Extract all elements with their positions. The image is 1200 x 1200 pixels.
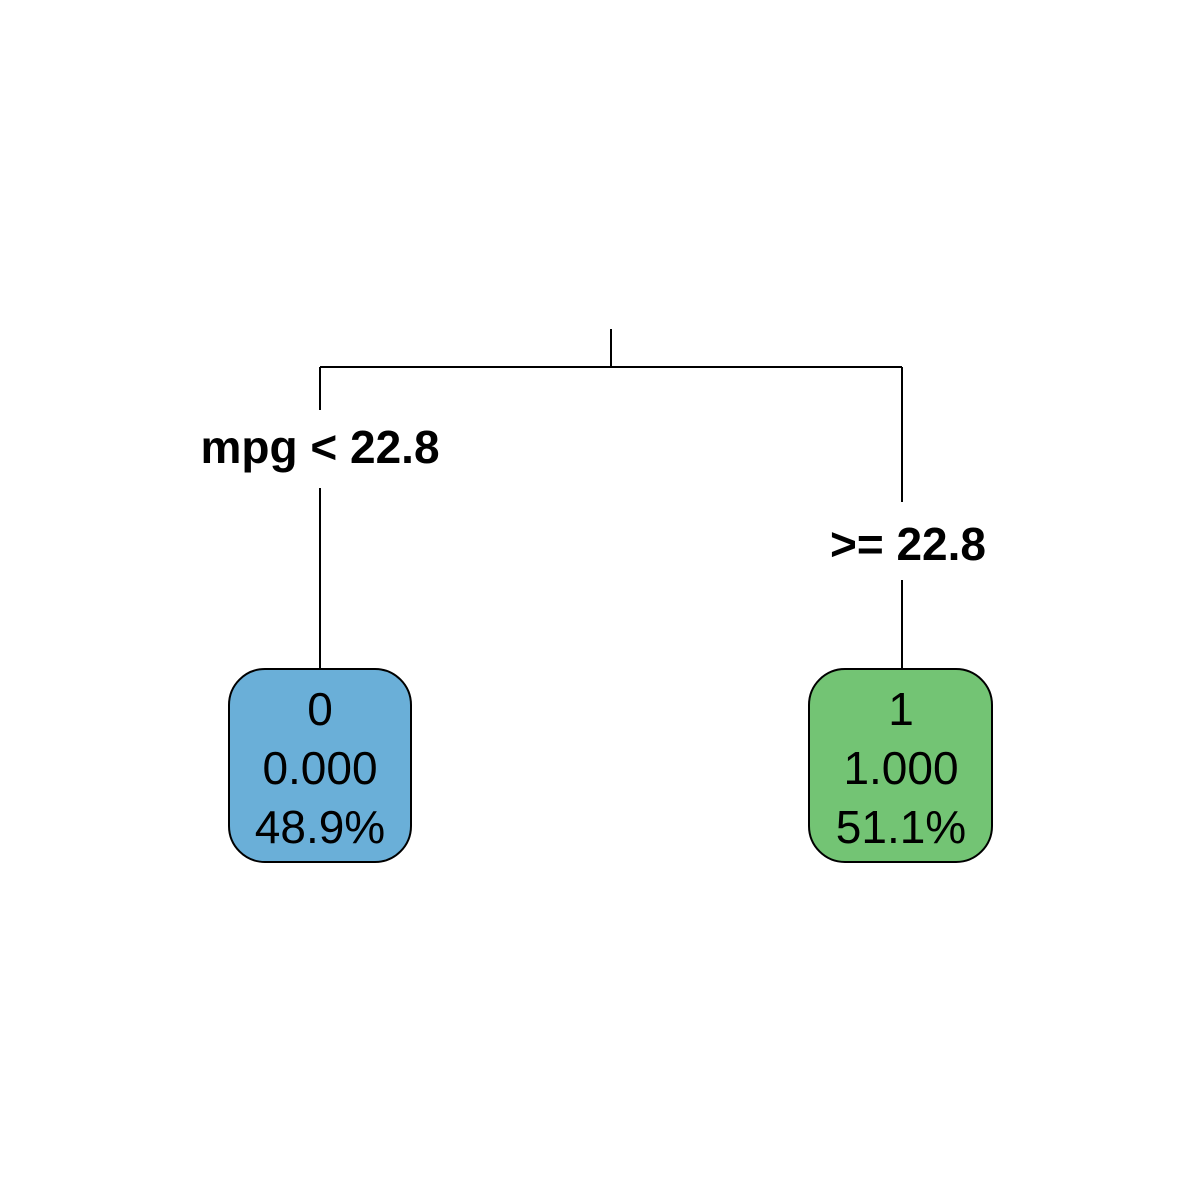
leaf-node-right: 1 1.000 51.1% — [808, 668, 993, 863]
leaf-right-value: 1.000 — [843, 742, 958, 794]
leaf-right-percent: 51.1% — [836, 801, 966, 853]
leaf-node-left-box — [228, 668, 412, 863]
leaf-left-value: 0.000 — [262, 742, 377, 794]
leaf-node-left: 0 0.000 48.9% — [228, 668, 412, 863]
right-split-label: >= 22.8 — [830, 518, 986, 570]
leaf-left-percent: 48.9% — [255, 801, 385, 853]
left-split-label: mpg < 22.8 — [200, 421, 439, 473]
leaf-left-class: 0 — [307, 683, 333, 735]
leaf-node-right-box — [808, 668, 993, 863]
leaf-right-class: 1 — [888, 683, 914, 735]
